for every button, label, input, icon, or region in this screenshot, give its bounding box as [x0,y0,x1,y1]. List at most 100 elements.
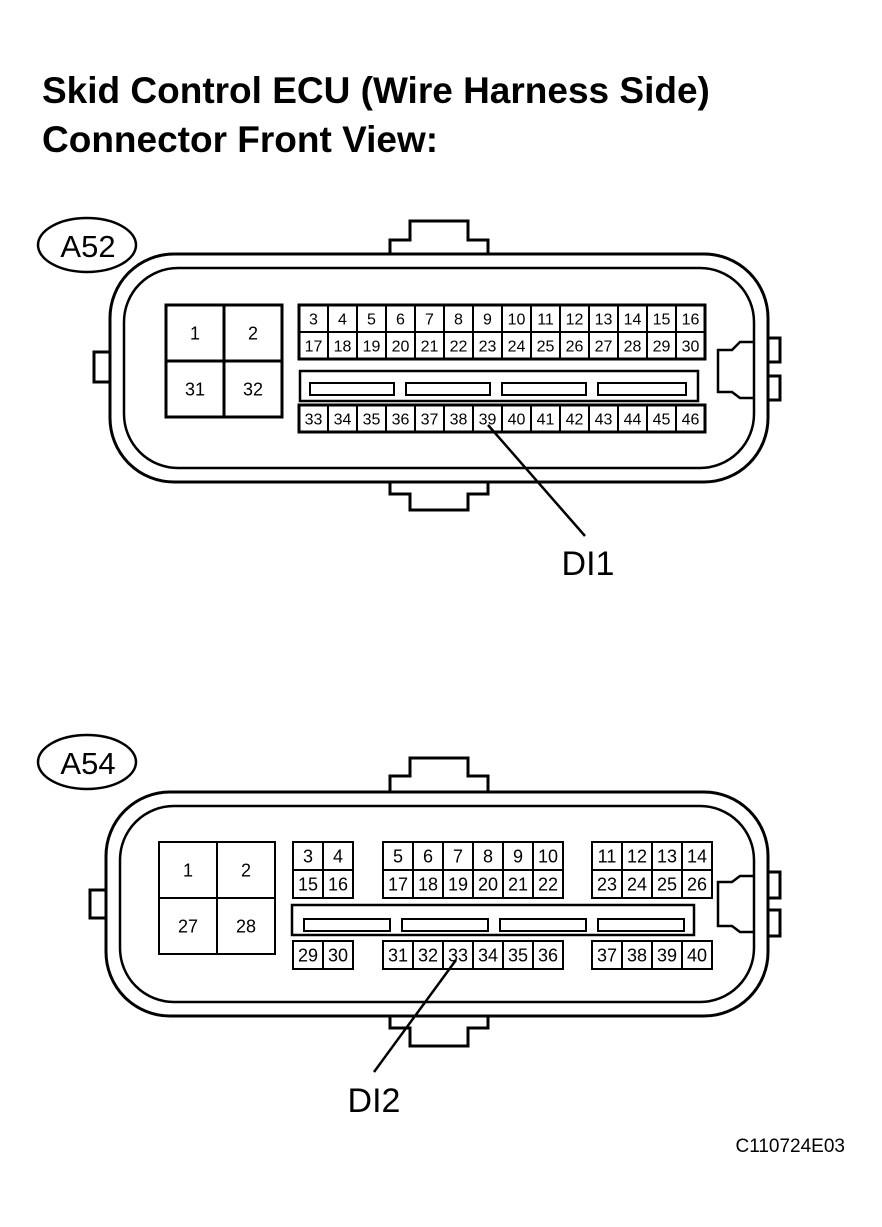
a54-large-pin: 2 [216,841,276,899]
pin-number: 30 [682,338,700,355]
a52-pin: 13 [588,304,619,333]
a52-slot-segment [309,382,395,396]
a54-bottom-latch [388,1016,490,1048]
a54-pin: 33 [442,940,474,970]
pin-number: 32 [418,945,438,965]
pin-number: 29 [298,945,318,965]
a52-lower-pin-block-frame [297,403,707,434]
a52-key-slot [298,369,700,403]
pin-number: 39 [657,945,677,965]
pin-number: 3 [309,311,318,328]
a52-pin: 6 [385,304,416,333]
a52-pin: 42 [559,404,590,433]
pin-number: 33 [305,411,323,428]
pin-number: 6 [396,311,405,328]
a52-pin: 45 [646,404,677,433]
pin-cell-border [681,940,713,970]
a52-pin: 23 [472,331,503,360]
pin-number: 21 [508,874,528,894]
a52-pin: 39 [472,404,503,433]
pin-number: 7 [425,311,434,328]
a52-right-tab-upper [768,336,782,364]
pin-number: 8 [483,846,493,866]
pin-number: 36 [392,411,410,428]
a54-connector-label: A54 [60,746,115,781]
a52-pin: 37 [414,404,445,433]
pin-number: 8 [454,311,463,328]
a54-pin: 5 [382,841,414,871]
a54-pin: 38 [621,940,653,970]
pin-number: 24 [627,874,647,894]
a52-pin: 44 [617,404,648,433]
a54-right-key [716,874,754,934]
di2-callout-label: DI2 [348,1082,401,1120]
di1-leader-line [487,424,586,537]
a54-right-tab-upper [768,870,782,900]
a54-pin: 23 [591,869,623,899]
pin-number: 12 [627,846,647,866]
pin-cell-border [216,897,276,955]
connector-a52 [92,219,782,512]
a52-pin: 22 [443,331,474,360]
a54-slot-segment [597,918,685,932]
pin-number: 2 [248,323,258,343]
pin-number: 38 [450,411,468,428]
a52-slot-segment [597,382,687,396]
a52-pin: 36 [385,404,416,433]
a52-left-tab [92,350,110,384]
a52-pin: 46 [675,404,706,433]
pin-number: 9 [483,311,492,328]
pin-number: 35 [363,411,381,428]
a52-housing-inner [122,266,756,470]
a54-pin: 24 [621,869,653,899]
a54-pin: 35 [502,940,534,970]
a52-pin: 4 [327,304,358,333]
a52-pin: 19 [356,331,387,360]
pin-number: 21 [421,338,439,355]
figure-code: C110724E03 [735,1136,845,1157]
pin-number: 34 [478,945,498,965]
pin-number: 25 [537,338,555,355]
pin-number: 30 [328,945,348,965]
a54-pin: 25 [651,869,683,899]
a54-pin: 9 [502,841,534,871]
a54-right-tab-lower [768,908,782,938]
a54-pin: 29 [292,940,324,970]
a54-pin: 3 [292,841,324,871]
a54-left-tab [88,888,106,920]
pin-number: 22 [538,874,558,894]
pin-number: 12 [566,311,584,328]
pin-number: 6 [423,846,433,866]
pin-cell-border [222,359,284,419]
a54-pin: 26 [681,869,713,899]
diagram-title-line-2: Connector Front View: [42,119,439,160]
a52-slot-segment [501,382,587,396]
a52-upper-pin-block-frame [297,303,707,361]
pin-number: 34 [334,411,352,428]
pin-number: 41 [537,411,555,428]
pin-number: 42 [566,411,584,428]
a52-pin: 35 [356,404,387,433]
a52-pin: 24 [501,331,532,360]
pin-number: 18 [334,338,352,355]
a54-pin: 13 [651,841,683,871]
a52-pin: 16 [675,304,706,333]
pin-number: 19 [448,874,468,894]
a54-large-pin: 1 [158,841,218,899]
pin-number: 38 [627,945,647,965]
pin-number: 16 [682,311,700,328]
pin-number: 9 [513,846,523,866]
pin-number: 46 [682,411,700,428]
a54-pin: 37 [591,940,623,970]
a52-large-pin: 31 [164,359,226,419]
a52-pin: 27 [588,331,619,360]
a54-pin: 10 [532,841,564,871]
pin-number: 24 [508,338,526,355]
a54-pin: 20 [472,869,504,899]
a54-pin: 31 [382,940,414,970]
a52-pin: 12 [559,304,590,333]
a52-label-oval [36,216,138,274]
